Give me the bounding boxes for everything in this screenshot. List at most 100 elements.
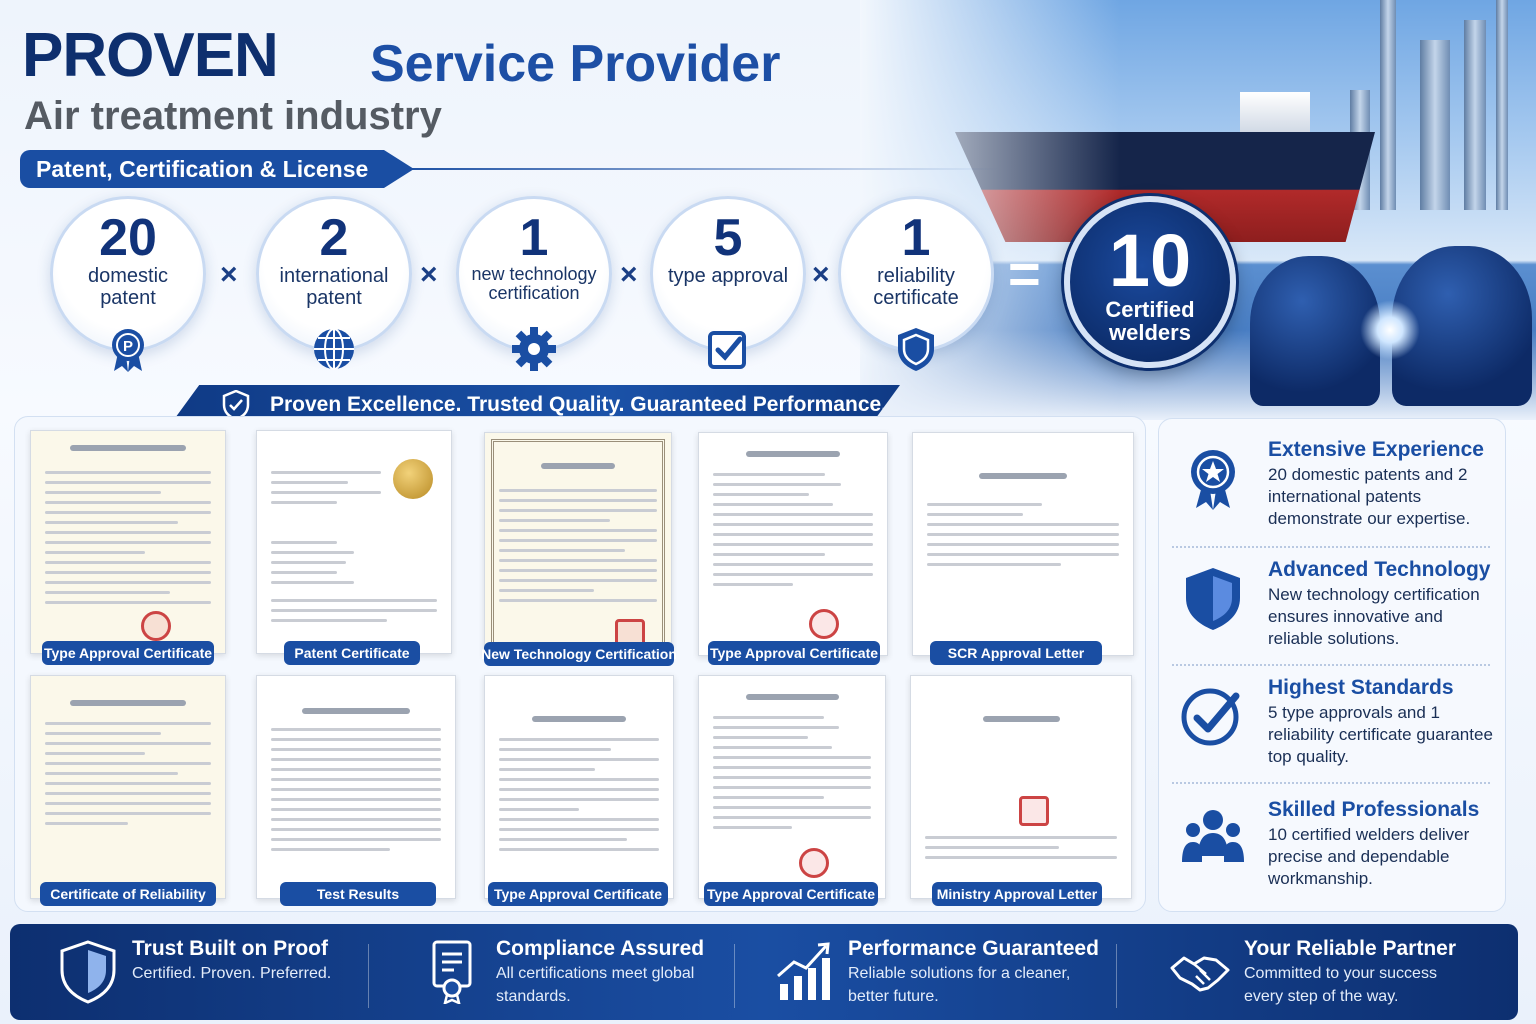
result-label-line1: Certified — [1105, 297, 1195, 322]
footer-title: Your Reliable Partner — [1244, 937, 1457, 960]
certificate-caption: Type Approval Certificate — [488, 882, 668, 906]
page-subtitle: Air treatment industry — [24, 94, 442, 138]
ship-bridge — [1240, 92, 1310, 136]
certificate-image — [698, 432, 888, 656]
footer-item: Performance Guaranteed Reliable solution… — [774, 936, 1104, 1008]
multiply-sign: × — [220, 258, 238, 291]
certificate-caption: Patent Certificate — [284, 641, 420, 665]
refinery-tower — [1420, 40, 1450, 210]
growth-chart-icon — [777, 942, 830, 1000]
stat-value: 20 — [99, 209, 157, 267]
divider — [368, 944, 369, 1008]
stat-value: 2 — [319, 209, 349, 267]
certificate-caption: Ministry Approval Letter — [932, 882, 1102, 906]
divider — [1172, 782, 1490, 784]
footer-text: All certifications meet global standards… — [496, 965, 695, 1005]
checkbox-icon — [708, 331, 746, 369]
refinery-tower — [1496, 0, 1508, 210]
certificate-caption: SCR Approval Letter — [930, 641, 1102, 665]
feature-title: Advanced Technology — [1268, 558, 1491, 581]
globe-icon — [314, 328, 354, 370]
multiply-sign: × — [620, 258, 638, 291]
footer-title: Trust Built on Proof — [132, 937, 328, 960]
feature-text: 10 certified welders deliver precise and… — [1268, 825, 1470, 888]
certificate-image — [256, 675, 456, 899]
certificate-image — [256, 430, 452, 654]
shield-icon — [898, 328, 934, 371]
certificate-image — [484, 432, 672, 656]
certificate-caption: Certificate of Reliability — [40, 882, 216, 906]
footer-title: Compliance Assured — [496, 937, 705, 960]
footer-item: Your Reliable Partner Committed to your … — [1170, 936, 1470, 1008]
feature-item: Highest Standards 5 type approvals and 1… — [1180, 676, 1500, 768]
shield-icon — [1186, 568, 1240, 630]
welding-spark — [1360, 300, 1420, 360]
multiply-sign: × — [812, 258, 830, 291]
stat-value: 1 — [519, 209, 549, 267]
stat-type-approval: 5 type approval — [650, 196, 806, 369]
footer-text: Reliable solutions for a cleaner, better… — [848, 965, 1071, 1005]
feature-text: New technology certification ensures inn… — [1268, 585, 1480, 648]
certificate-caption: Test Results — [280, 882, 436, 906]
certificate-caption: Type Approval Certificate — [704, 882, 878, 906]
team-icon — [1182, 810, 1244, 862]
svg-text:P: P — [123, 338, 133, 355]
equals-sign: = — [1008, 242, 1041, 305]
certificate-image — [698, 675, 886, 899]
refinery-tower — [1464, 20, 1486, 210]
divider — [400, 168, 1000, 170]
certificate-icon — [432, 940, 472, 1004]
gear-icon — [512, 327, 556, 371]
check-circle-icon — [1181, 688, 1240, 746]
award-medal-icon — [1191, 450, 1235, 510]
refinery-tower — [1380, 0, 1396, 210]
feature-title: Skilled Professionals — [1268, 798, 1480, 821]
feature-item: Extensive Experience 20 domestic patents… — [1180, 438, 1500, 530]
footer-item: Trust Built on Proof Certified. Proven. … — [58, 936, 348, 1004]
stat-label: international patent — [279, 265, 389, 309]
feature-title: Extensive Experience — [1268, 438, 1484, 461]
feature-item: Advanced Technology New technology certi… — [1180, 558, 1500, 650]
feature-item: Skilled Professionals 10 certified welde… — [1180, 798, 1500, 890]
result-value: 10 — [1108, 219, 1192, 302]
stat-new-technology: 1 new technology certification — [456, 196, 612, 371]
certificate-caption: New Technology Certification — [481, 642, 677, 666]
footer-title: Performance Guaranteed — [848, 937, 1099, 960]
stat-label: new technology certification — [471, 264, 597, 303]
handshake-icon — [1170, 956, 1230, 992]
certificate-image — [30, 675, 226, 899]
divider — [1116, 944, 1117, 1008]
stat-value: 1 — [901, 209, 931, 267]
stat-value: 5 — [713, 209, 743, 267]
certificate-image — [910, 675, 1132, 899]
certificate-image — [30, 430, 226, 654]
stat-label: reliability certificate — [873, 265, 959, 309]
footer-band — [10, 924, 1518, 1020]
feature-title: Highest Standards — [1268, 676, 1454, 699]
divider — [1172, 546, 1490, 548]
patent-ribbon-icon: P — [112, 329, 144, 372]
stat-domestic-patent: 20 domestic patent P — [50, 196, 206, 372]
stat-label: domestic patent — [87, 265, 169, 309]
feature-text: 20 domestic patents and 2 international … — [1268, 465, 1471, 528]
footer-text: Committed to your success every step of … — [1244, 965, 1437, 1005]
certificate-caption: Type Approval Certificate — [42, 641, 214, 665]
certificate-image — [484, 675, 674, 899]
page-title-subject: Service Provider — [370, 35, 781, 93]
page-title: PROVEN — [22, 21, 279, 90]
section-label: Patent, Certification & License — [20, 150, 415, 188]
certificate-caption: Type Approval Certificate — [708, 641, 880, 665]
multiply-sign: × — [420, 258, 438, 291]
divider — [1172, 664, 1490, 666]
certificate-image — [912, 432, 1134, 656]
feature-text: 5 type approvals and 1 reliability certi… — [1268, 703, 1493, 766]
tagline-text: Proven Excellence. Trusted Quality. Guar… — [270, 393, 888, 416]
shield-icon — [60, 940, 116, 1004]
footer-item: Compliance Assured All certifications me… — [422, 936, 712, 1008]
result-certified-welders: 10 Certified welders — [1064, 196, 1236, 368]
divider — [734, 944, 735, 1008]
footer-text: Certified. Proven. Preferred. — [132, 965, 332, 982]
stat-reliability: 1 reliability certificate — [838, 196, 994, 371]
stat-international-patent: 2 international patent — [256, 196, 412, 370]
welder-figure — [1250, 256, 1380, 406]
